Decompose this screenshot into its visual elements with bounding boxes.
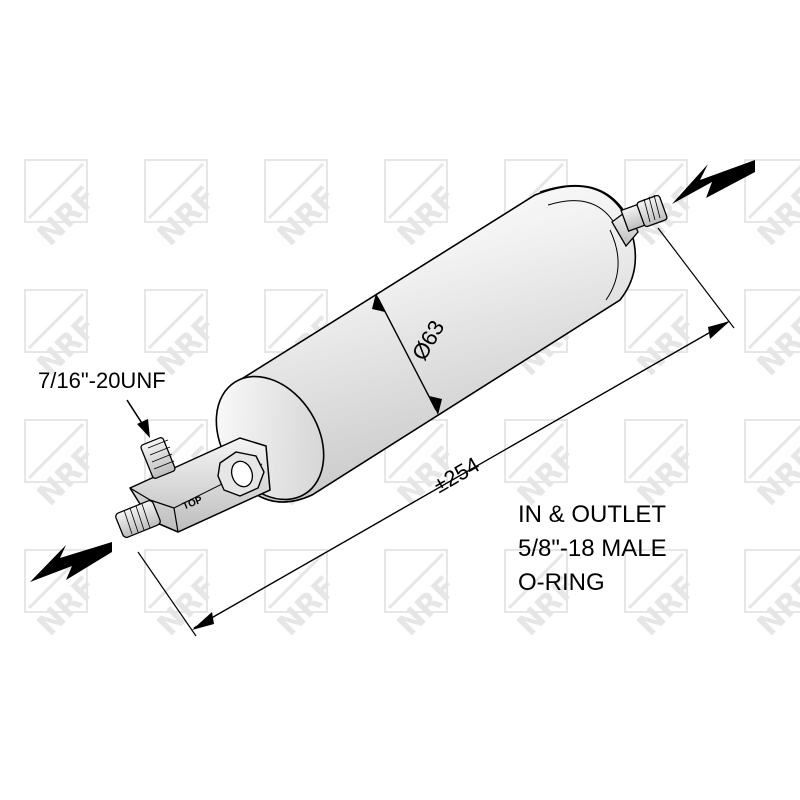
nrf-watermark-logo: NRF [744,419,800,513]
nrf-watermark-logo: NRF [504,549,584,643]
svg-text:NRF: NRF [31,180,104,253]
nrf-watermark-logo: NRF [744,159,800,253]
nrf-watermark-logo: NRF [264,159,344,253]
nrf-watermark-logo: NRF [144,159,224,253]
port-note-line3: O-RING [518,569,605,596]
nrf-watermark-logo: NRF [384,549,464,643]
inlet-arrow [672,160,755,204]
inlet-fitting [611,194,668,248]
svg-text:NRF: NRF [31,440,104,513]
svg-text:NRF: NRF [151,180,224,253]
nrf-watermark-logo: NRF [624,419,704,513]
nrf-watermark-logo: NRF [624,289,704,383]
nrf-watermark-logo: NRF [24,419,104,513]
outlet-arrow [30,542,112,582]
flow-arrows [30,160,755,582]
outlet-block: TOP [115,437,271,538]
nrf-watermark-logo: NRF [744,289,800,383]
svg-text:NRF: NRF [391,570,464,643]
svg-text:NRF: NRF [271,570,344,643]
nrf-watermark-logo: NRF [744,549,800,643]
fitting-thread-label: 7/16"-20UNF [38,368,166,393]
nrf-watermark-logo: NRF [384,159,464,253]
svg-text:NRF: NRF [271,180,344,253]
port-note-line2: 5/8"-18 MALE [518,535,667,562]
svg-text:NRF: NRF [391,180,464,253]
nrf-watermark-logo: NRF [144,549,224,643]
port-note-line1: IN & OUTLET [518,501,666,528]
service-valve [140,437,176,479]
nrf-watermark-logo: NRF [624,549,704,643]
svg-text:NRF: NRF [31,570,104,643]
thread-pointer [126,399,150,438]
svg-text:NRF: NRF [151,570,224,643]
nrf-watermark-logo: NRF [504,419,584,513]
svg-text:NRF: NRF [631,570,704,643]
nrf-watermark-logo: NRF [24,159,104,253]
